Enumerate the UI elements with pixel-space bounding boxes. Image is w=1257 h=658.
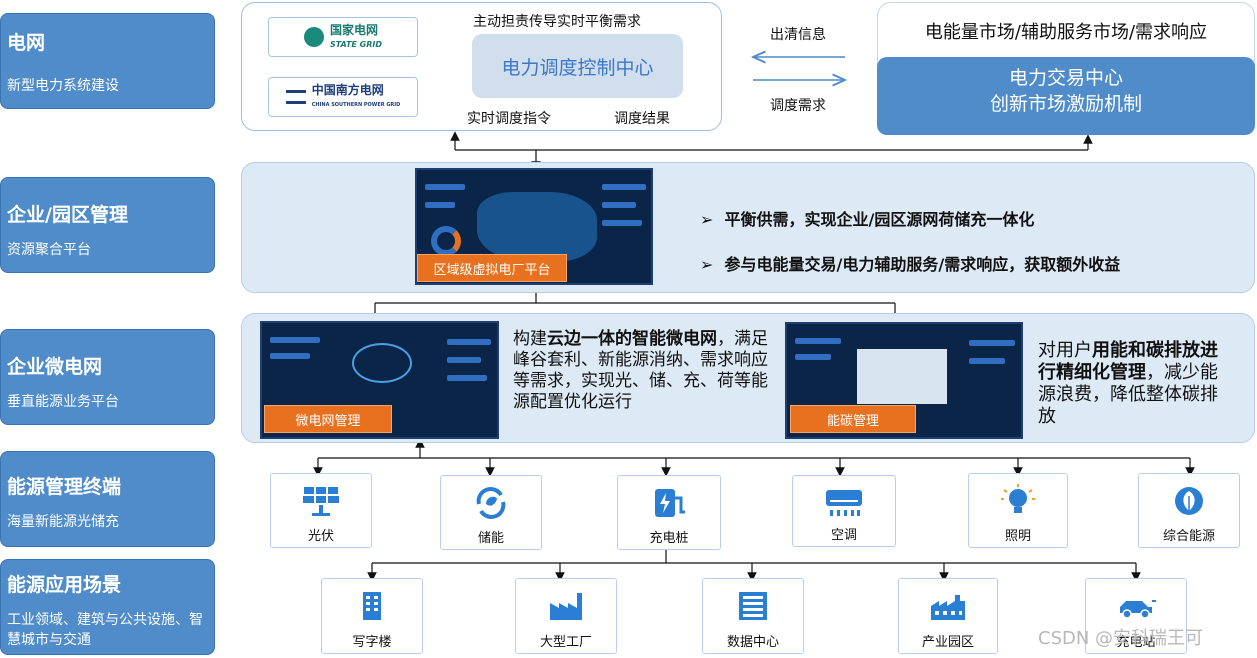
charging-pile-icon: [655, 489, 685, 517]
scene-card[interactable]: 充电站: [1085, 578, 1187, 654]
terminal-label: 储能: [477, 531, 504, 546]
china-southern-grid-logo: 中国南方电网 CHINA SOUTHERN POWER GRID: [268, 77, 418, 117]
layer-title: 企业微电网: [7, 356, 103, 378]
scene-card[interactable]: 写字楼: [321, 578, 423, 654]
factory-icon: [550, 593, 582, 620]
layer-title: 能源应用场景: [7, 574, 122, 596]
layer-scenario: 能源应用场景 工业领域、建筑与公共设施、智慧城市与交通: [0, 559, 215, 655]
layer-subtitle: 垂直能源业务平台: [7, 394, 119, 410]
dispatch-result-label: 调度结果: [614, 111, 670, 127]
microgrid-management-label: 微电网管理: [264, 405, 392, 433]
logo-text: 中国南方电网: [311, 82, 384, 97]
building-model: [857, 349, 947, 404]
layer-enterprise: 企业/园区管理 资源聚合平台: [0, 177, 215, 273]
trade-subtitle: 创新市场激励机制: [989, 93, 1142, 115]
power-trading-center: 电力交易中心 创新市场激励机制: [877, 57, 1255, 135]
scene-label: 充电站: [1116, 635, 1156, 650]
flow-diagram: [352, 343, 412, 383]
trade-title: 电力交易中心: [1008, 67, 1123, 89]
air-conditioner-icon: [826, 490, 862, 516]
terminal-card[interactable]: 储能: [440, 475, 542, 550]
dispatch-control-center: 电力调度控制中心: [472, 34, 683, 98]
energy-carbon-label: 能碳管理: [790, 405, 916, 433]
scene-label: 大型工厂: [539, 635, 592, 650]
energy-storage-icon: [476, 487, 506, 519]
layer-subtitle: 海量新能源光储充: [7, 514, 119, 530]
desc-text: 构建: [513, 329, 547, 349]
clearing-info-label: 出清信息: [770, 27, 826, 43]
enterprise-bullet-1: ➢ 平衡供需，实现企业/园区源网荷储充一体化: [700, 210, 1035, 229]
layer-subtitle: 工业领域、建筑与公共设施、智慧城市与交通: [7, 612, 203, 648]
terminal-card[interactable]: 照明: [968, 473, 1068, 548]
layer-microgrid: 企业微电网 垂直能源业务平台: [0, 329, 215, 425]
industrial-park-icon: [931, 595, 965, 620]
desc-text: 对用户: [1038, 340, 1092, 361]
logo-text-en: STATE GRID: [329, 39, 383, 49]
enterprise-panel: [241, 162, 1255, 293]
desc-text: ，满足峰谷套利、新能源消纳、需求响应等需求，实现光、储、充、荷等能源配置优化运行: [513, 329, 768, 412]
layer-subtitle: 新型电力系统建设: [7, 78, 119, 94]
market-title: 电能量市场/辅助服务市场/需求响应: [924, 22, 1208, 43]
terminal-label: 照明: [1004, 529, 1031, 544]
scene-card[interactable]: 产业园区: [898, 578, 998, 654]
office-building-icon: [363, 592, 381, 620]
scene-label: 数据中心: [726, 635, 779, 650]
scene-label: 产业园区: [921, 635, 974, 650]
scene-card[interactable]: 大型工厂: [515, 578, 617, 654]
terminal-label: 空调: [830, 528, 857, 543]
scene-card[interactable]: 数据中心: [702, 578, 804, 654]
leaf-energy-icon: [1175, 487, 1203, 515]
layer-subtitle: 资源聚合平台: [7, 242, 91, 258]
electric-car-icon: [1120, 600, 1156, 619]
map-region: [477, 192, 597, 262]
watermark: CSDN @安科瑞王可: [1038, 628, 1204, 649]
microgrid-description: 构建云边一体的智能微电网，满足峰谷套利、新能源消纳、需求响应等需求，实现光、储、…: [513, 329, 775, 413]
desc-highlight: 云边一体的智能微电网: [547, 329, 717, 349]
terminal-card[interactable]: 光伏: [270, 473, 372, 548]
terminal-label: 综合能源: [1162, 529, 1215, 544]
solar-panel-icon: [303, 487, 339, 516]
terminal-card[interactable]: 综合能源: [1138, 473, 1240, 548]
layer-terminal: 能源管理终端 海量新能源光储充: [0, 451, 215, 547]
vpp-platform-label: 区域级虚拟电厂平台: [417, 254, 567, 282]
terminal-label: 光伏: [307, 529, 334, 544]
data-center-icon: [739, 592, 767, 620]
terminal-label: 充电桩: [649, 531, 689, 546]
state-grid-logo: 国家电网 STATE GRID: [268, 17, 418, 57]
layer-title: 电网: [7, 32, 46, 54]
terminal-card[interactable]: 充电桩: [617, 475, 721, 550]
layer-grid: 电网 新型电力系统建设: [0, 13, 215, 109]
dispatch-demand-label: 调度需求: [770, 98, 826, 114]
bullet-text: 参与电能量交易/电力辅助服务/需求响应，获取额外收益: [724, 255, 1121, 274]
logo-text: 国家电网: [329, 22, 378, 37]
desc-text: ，减少能源浪费，降低整体碳排放: [1038, 362, 1218, 427]
top-note: 主动担责传导实时平衡需求: [473, 14, 641, 30]
logo-text-en: CHINA SOUTHERN POWER GRID: [311, 101, 401, 108]
enterprise-bullet-2: ➢ 参与电能量交易/电力辅助服务/需求响应，获取额外收益: [700, 255, 1121, 274]
energy-carbon-description: 对用户用能和碳排放进行精细化管理，减少能源浪费，降低整体碳排放: [1038, 340, 1234, 428]
light-bulb-icon: [1001, 484, 1035, 513]
desc-highlight: 用能和碳排放进行精细化管理: [1038, 340, 1218, 383]
bullet-text: 平衡供需，实现企业/园区源网荷储充一体化: [724, 210, 1035, 229]
donut-chart: [431, 226, 461, 256]
scene-label: 写字楼: [352, 635, 392, 650]
layer-title: 企业/园区管理: [7, 204, 128, 226]
layer-title: 能源管理终端: [7, 476, 122, 498]
dispatch-command-label: 实时调度指令: [467, 111, 551, 127]
terminal-card[interactable]: 空调: [792, 475, 896, 547]
